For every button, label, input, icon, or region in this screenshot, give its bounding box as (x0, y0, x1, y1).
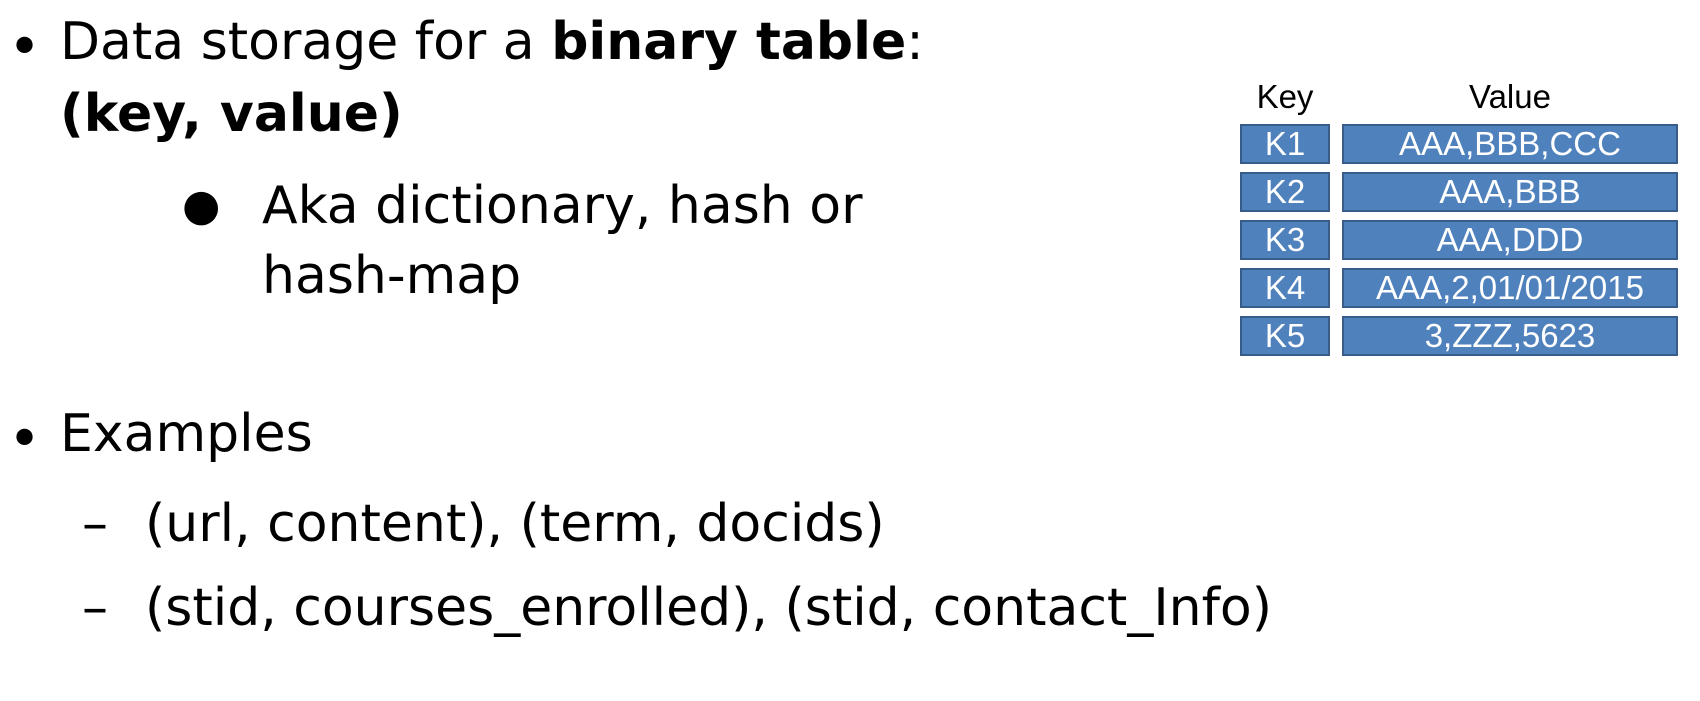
key-cell: K2 (1240, 172, 1330, 212)
bullet-text-suffix: : (906, 12, 924, 72)
key-value-table: Key Value K1 AAA,BBB,CCC K2 AAA,BBB K3 A… (1240, 80, 1680, 370)
bullet-marker: • (8, 15, 42, 80)
bullet-text-line2: (key, value) (60, 84, 403, 144)
example-item: (stid, courses_enrolled), (stid, contact… (145, 578, 1273, 638)
bullet-text-prefix: Data storage for a (60, 12, 552, 72)
bullet-text-bold: binary table (551, 12, 907, 72)
example-item: (url, content), (term, docids) (145, 494, 885, 554)
value-cell: AAA,2,01/01/2015 (1342, 268, 1678, 308)
dash-marker: – (82, 494, 108, 554)
key-cell: K5 (1240, 316, 1330, 356)
value-cell: AAA,BBB,CCC (1342, 124, 1678, 164)
value-cell: AAA,BBB (1342, 172, 1678, 212)
value-cell: AAA,DDD (1342, 220, 1678, 260)
key-cell: K3 (1240, 220, 1330, 260)
value-cell: 3,ZZZ,5623 (1342, 316, 1678, 356)
value-column-header: Value (1469, 78, 1551, 115)
examples-heading: Examples (60, 404, 313, 464)
key-column-header: Key (1256, 78, 1314, 115)
bullet-text: Data storage for a binary table: (60, 16, 924, 68)
sub-bullet-marker: ● (182, 180, 221, 231)
key-cell: K1 (1240, 124, 1330, 164)
dash-marker: – (82, 578, 108, 638)
sub-bullet-line1: Aka dictionary, hash or (262, 176, 863, 236)
bullet-marker: • (8, 407, 42, 472)
sub-bullet-line2: hash-map (262, 246, 522, 306)
key-cell: K4 (1240, 268, 1330, 308)
